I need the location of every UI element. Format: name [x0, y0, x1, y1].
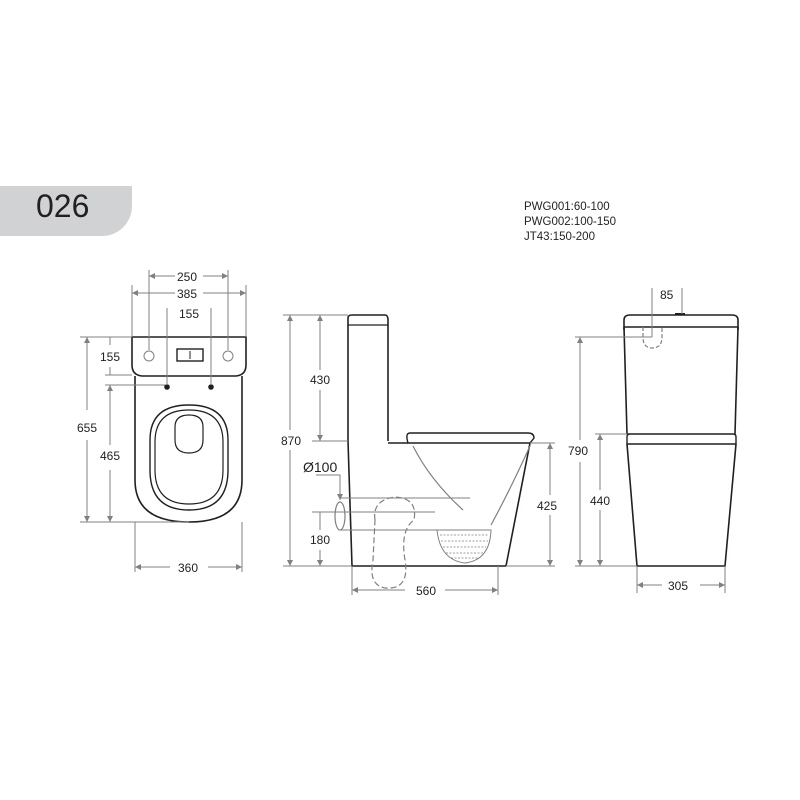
- model-badge: 026: [0, 186, 132, 236]
- dim-fixing-spacing: 155: [179, 307, 199, 321]
- top-view-dimensions: [80, 270, 247, 572]
- flush-pipe-item: PWG001:60-100: [524, 201, 610, 213]
- dim-base-width: 305: [668, 579, 688, 593]
- dim-outlet-height: 180: [310, 533, 330, 547]
- flush-pipe-item: PWG002:100-150: [524, 216, 617, 228]
- flush-pipe-list: PWG001:60-100 PWG002:100-150 JT43:150-20…: [524, 200, 616, 245]
- dim-pipe-diameter: Ø100: [303, 459, 337, 475]
- dim-cistern-depth: 155: [100, 350, 120, 364]
- dim-overall-height: 870: [281, 434, 301, 448]
- dim-cistern-width: 385: [177, 287, 197, 301]
- flush-pipe-item: JT43:150-200: [524, 231, 595, 243]
- dim-hole-spacing: 250: [177, 270, 197, 284]
- dim-seat-height: 425: [537, 499, 557, 513]
- dim-bowl-height: 440: [590, 494, 610, 508]
- dim-cistern-height: 430: [310, 373, 330, 387]
- side-view-dimensions: [283, 314, 555, 595]
- dim-bowl-length: 465: [100, 449, 120, 463]
- dim-bowl-width: 360: [178, 561, 198, 575]
- front-view-dimensions: [575, 288, 726, 593]
- dim-base-length: 560: [416, 584, 436, 598]
- top-view: [131, 336, 247, 523]
- dim-inlet-offset: 85: [660, 288, 674, 302]
- side-view: [334, 314, 535, 589]
- dim-inlet-height: 790: [568, 444, 588, 458]
- model-number: 026: [36, 188, 90, 224]
- front-view: [623, 313, 739, 567]
- dim-overall-length: 655: [77, 421, 97, 435]
